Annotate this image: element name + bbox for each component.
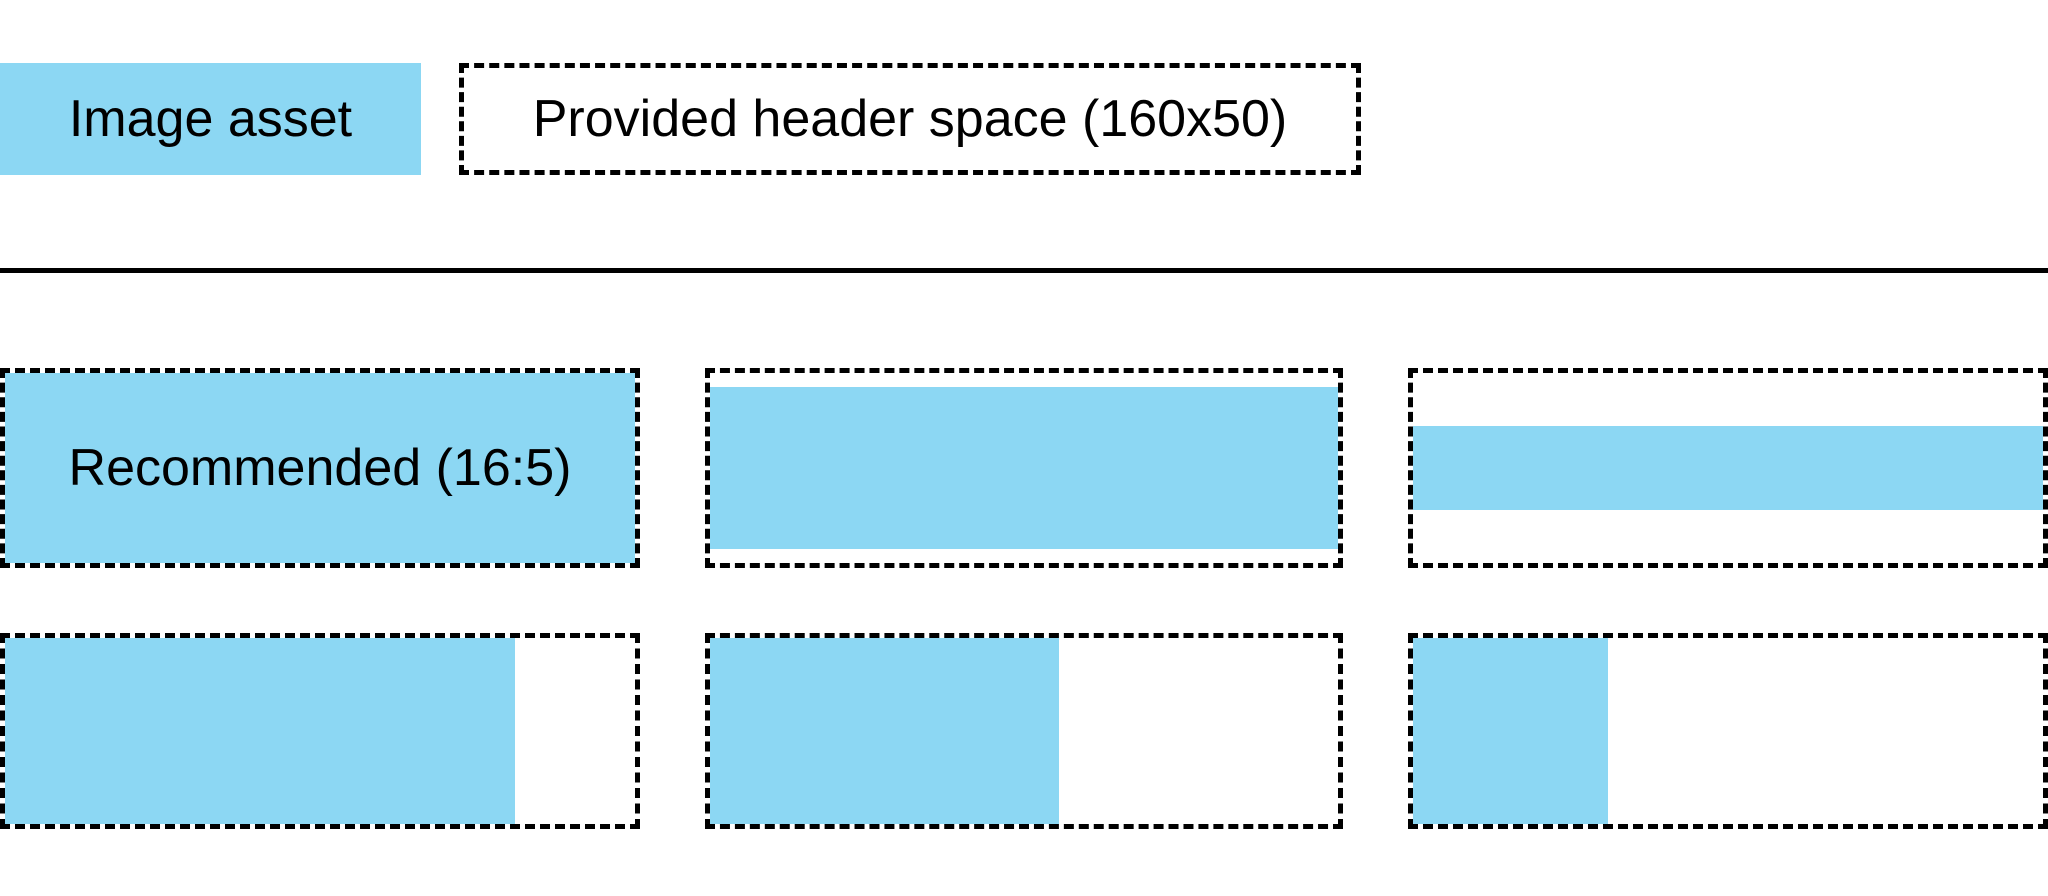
section-divider <box>0 268 2048 273</box>
legend-header-space-box: Provided header space (160x50) <box>459 63 1361 175</box>
legend-image-asset-swatch: Image asset <box>0 63 421 175</box>
header-space-cell-tall-small <box>1408 633 2048 829</box>
header-space-cell-recommended: Recommended (16:5) <box>0 368 640 568</box>
legend-header-space-label: Provided header space (160x50) <box>532 90 1288 148</box>
header-space-cell-wide <box>705 368 1343 568</box>
header-space-cell-tall-large <box>0 633 640 829</box>
image-asset-fill <box>710 387 1338 549</box>
image-asset-fill <box>710 638 1059 824</box>
image-asset-fill <box>5 638 516 824</box>
image-asset-fill <box>1413 638 1609 824</box>
legend-image-asset-label: Image asset <box>68 90 353 148</box>
header-space-cell-tall-medium <box>705 633 1343 829</box>
header-space-cell-wider <box>1408 368 2048 568</box>
image-asset-fill <box>1413 426 2043 510</box>
image-asset-fill <box>5 373 635 563</box>
